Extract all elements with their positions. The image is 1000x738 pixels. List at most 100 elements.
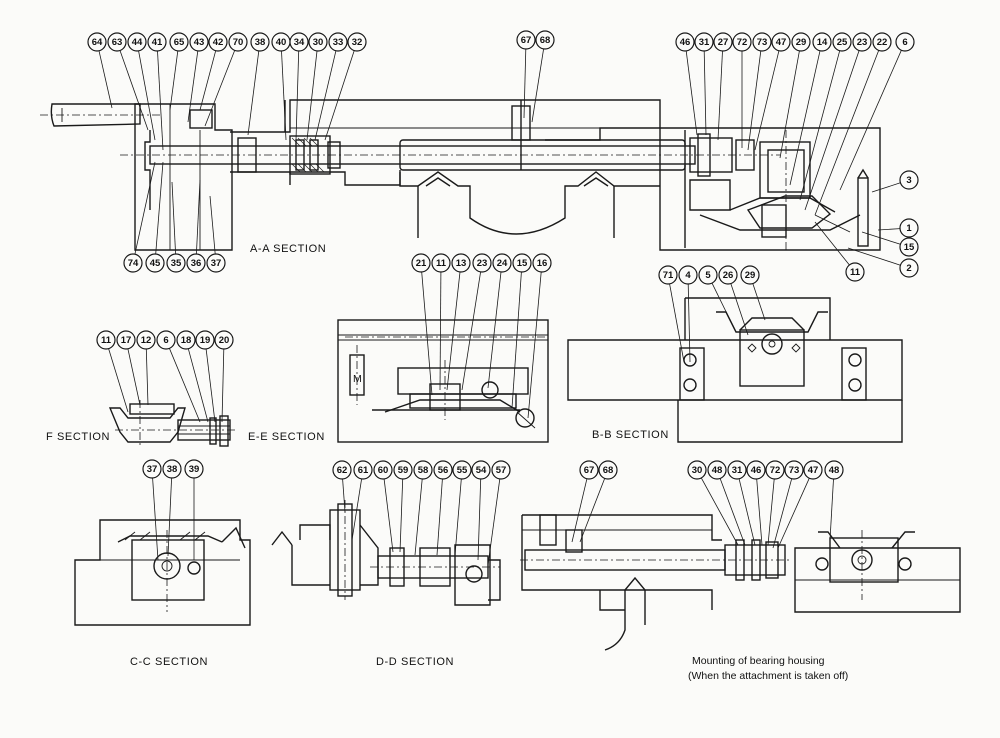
part-balloon: 4 xyxy=(678,265,698,285)
part-number: 11 xyxy=(850,267,861,278)
section-d-d-drawing xyxy=(271,500,501,606)
leader-line xyxy=(777,478,810,549)
leader-line xyxy=(199,50,217,111)
part-number: 57 xyxy=(496,465,507,476)
part-number: 29 xyxy=(796,37,807,48)
leader-line xyxy=(204,50,236,127)
leader-line xyxy=(752,283,766,321)
part-balloon: 5 xyxy=(698,265,718,285)
part-balloon: 13 xyxy=(451,253,471,273)
part-balloon: 67 xyxy=(516,30,536,50)
part-number: 46 xyxy=(751,465,762,476)
leader-line xyxy=(877,228,901,231)
part-balloon: 57 xyxy=(491,460,511,480)
part-number: 16 xyxy=(537,258,548,269)
leader-line xyxy=(487,478,501,566)
part-balloon: 37 xyxy=(206,253,226,273)
part-number: 56 xyxy=(438,465,449,476)
part-balloon: 37 xyxy=(142,459,162,479)
part-number: 54 xyxy=(476,465,487,476)
part-balloon: 32 xyxy=(347,32,367,52)
leader-line xyxy=(571,478,588,543)
part-number: 21 xyxy=(416,258,427,269)
part-balloon: 56 xyxy=(433,460,453,480)
part-balloon: 47 xyxy=(803,460,823,480)
leader-line xyxy=(342,478,346,513)
leader-line xyxy=(730,283,749,336)
leader-line xyxy=(439,271,442,391)
leader-line xyxy=(281,50,287,141)
part-balloon: 16 xyxy=(532,253,552,273)
part-number: 42 xyxy=(213,37,224,48)
part-number: 26 xyxy=(723,270,734,281)
part-number: 35 xyxy=(171,258,182,269)
part-balloon: 62 xyxy=(332,460,352,480)
section-caption-mount2: (When the attachment is taken off) xyxy=(688,670,848,682)
leader-line xyxy=(187,348,209,423)
part-balloon: 67 xyxy=(579,460,599,480)
part-number: 27 xyxy=(718,37,729,48)
part-balloon: 65 xyxy=(169,32,189,52)
part-number: 33 xyxy=(333,37,344,48)
section-e-e-drawing: M xyxy=(337,319,549,443)
leader-line xyxy=(138,50,156,141)
section-caption-ee: E-E SECTION xyxy=(248,431,325,443)
leader-line xyxy=(523,48,527,119)
section-caption-bb: B-B SECTION xyxy=(592,429,669,441)
leader-line xyxy=(871,182,901,193)
leader-line xyxy=(685,50,698,136)
part-balloon: 15 xyxy=(512,253,532,273)
leader-line xyxy=(772,478,793,549)
part-balloon: 38 xyxy=(250,32,270,52)
part-number: 3 xyxy=(906,175,911,186)
leader-line xyxy=(829,478,834,541)
part-balloon: 23 xyxy=(472,253,492,273)
part-balloon: 21 xyxy=(411,253,431,273)
part-balloon: 31 xyxy=(694,32,714,52)
leader-line xyxy=(454,478,462,556)
part-number: 37 xyxy=(211,258,222,269)
part-number: 37 xyxy=(147,464,158,475)
section-b-b-drawing xyxy=(567,297,903,443)
part-balloon: 38 xyxy=(162,459,182,479)
part-number: 31 xyxy=(699,37,710,48)
part-number: 44 xyxy=(132,37,143,48)
part-balloon: 36 xyxy=(186,253,206,273)
leader-line xyxy=(221,348,225,423)
leader-line xyxy=(98,50,113,109)
part-number: 59 xyxy=(398,465,409,476)
leader-line xyxy=(779,50,800,159)
part-number: 39 xyxy=(189,464,200,475)
part-balloon: 74 xyxy=(123,253,143,273)
part-balloon: 29 xyxy=(740,265,760,285)
leader-line xyxy=(579,478,606,543)
part-number: 74 xyxy=(128,258,139,269)
leader-lines xyxy=(98,48,902,566)
leader-line xyxy=(861,231,901,245)
part-number: 18 xyxy=(181,335,192,346)
part-number: 47 xyxy=(808,465,819,476)
section-a-a-drawing xyxy=(40,99,881,251)
part-number: 5 xyxy=(705,270,711,281)
part-number: 23 xyxy=(477,258,488,269)
part-balloon: 20 xyxy=(214,330,234,350)
part-balloon: 70 xyxy=(228,32,248,52)
part-number: 68 xyxy=(540,35,551,46)
leader-line xyxy=(295,50,300,141)
part-balloon: 33 xyxy=(328,32,348,52)
handle xyxy=(40,103,160,127)
part-balloon: 47 xyxy=(771,32,791,52)
part-number: 62 xyxy=(337,465,348,476)
leader-line xyxy=(511,271,522,409)
part-balloon: 42 xyxy=(208,32,228,52)
leader-line xyxy=(119,50,149,131)
part-balloon: 39 xyxy=(184,459,204,479)
part-number: 67 xyxy=(584,465,595,476)
leader-line xyxy=(247,50,260,136)
part-number: 60 xyxy=(378,465,389,476)
part-balloon: 27 xyxy=(713,32,733,52)
leader-line xyxy=(127,348,141,406)
part-balloon: 68 xyxy=(598,460,618,480)
